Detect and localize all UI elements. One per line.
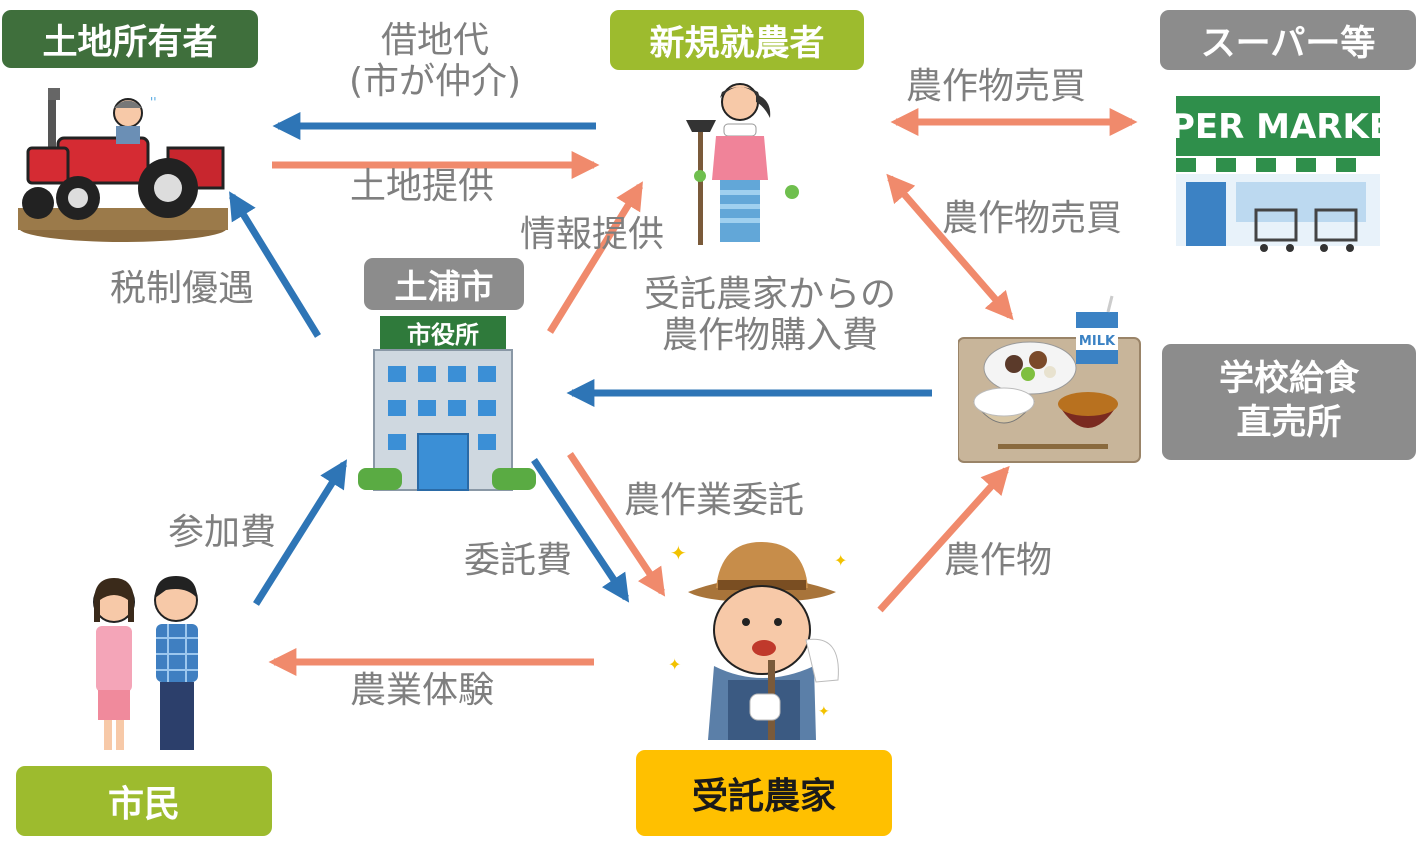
label-purchase-line2: 農作物購入費 [661,315,878,357]
milk-carton-text: MILK [1079,334,1116,349]
label-rent-line1: 借地代 [380,20,489,61]
arrow-commission-fee [531,458,630,603]
node-school-line1: 学校給食 [1218,359,1359,400]
svg-text:✦: ✦ [668,655,681,674]
supermarket-icon: PER MARKE [1176,96,1380,252]
label-produce: 農作物 [944,540,1053,581]
svg-text:'': '' [150,95,157,109]
label-purchase-line1: 受託農家からの [643,274,896,315]
label-tax: 税制優遇 [110,268,255,309]
node-super: スーパー等 [1160,10,1416,70]
arrow-participation [253,459,347,606]
arrow-tax [229,191,321,338]
male-farmer-icon: ✦ ✦ ✦ ✦ [668,541,847,740]
label-participation: 参加費 [168,512,277,553]
citizens-couple-icon [93,576,198,750]
label-experience: 農業体験 [350,670,495,711]
label-commission-fee: 委託費 [464,540,573,581]
label-trade-super: 農作物売買 [906,66,1087,107]
city-hall-icon: 市役所 [358,316,536,491]
node-citizen: 市民 [16,766,272,836]
svg-text:✦: ✦ [818,704,830,720]
node-landowner: 土地所有者 [2,10,258,68]
city-hall-sign-text: 市役所 [407,321,479,349]
label-rent: 借地代 (市が仲介) [320,20,550,103]
label-purchase: 受託農家からの 農作物購入費 [620,274,920,357]
svg-text:✦: ✦ [670,541,687,565]
arrow-trade-school [886,173,1014,321]
supermarket-sign-text: PER MARKE [1176,107,1380,147]
svg-text:✦: ✦ [834,551,847,570]
node-city: 土浦市 [364,258,524,310]
arrow-commission-work [567,452,666,597]
label-land-provide: 土地提供 [350,166,495,207]
arrow-info [547,181,643,334]
arrow-produce [877,465,1010,613]
female-farmer-icon [686,83,799,245]
label-info: 情報提供 [520,214,665,255]
node-contract-farmer: 受託農家 [636,750,892,836]
school-lunch-tray-icon: MILK [958,295,1141,463]
label-trade-school: 農作物売買 [942,198,1123,239]
label-commission-work: 農作業委託 [624,480,805,521]
label-rent-line2: (市が仲介) [348,61,522,103]
tractor-farmer-icon: '' [18,88,228,242]
node-new-farmer: 新規就農者 [610,10,864,70]
node-school: 学校給食 直売所 [1162,344,1416,460]
node-school-line2: 直売所 [1236,403,1342,443]
